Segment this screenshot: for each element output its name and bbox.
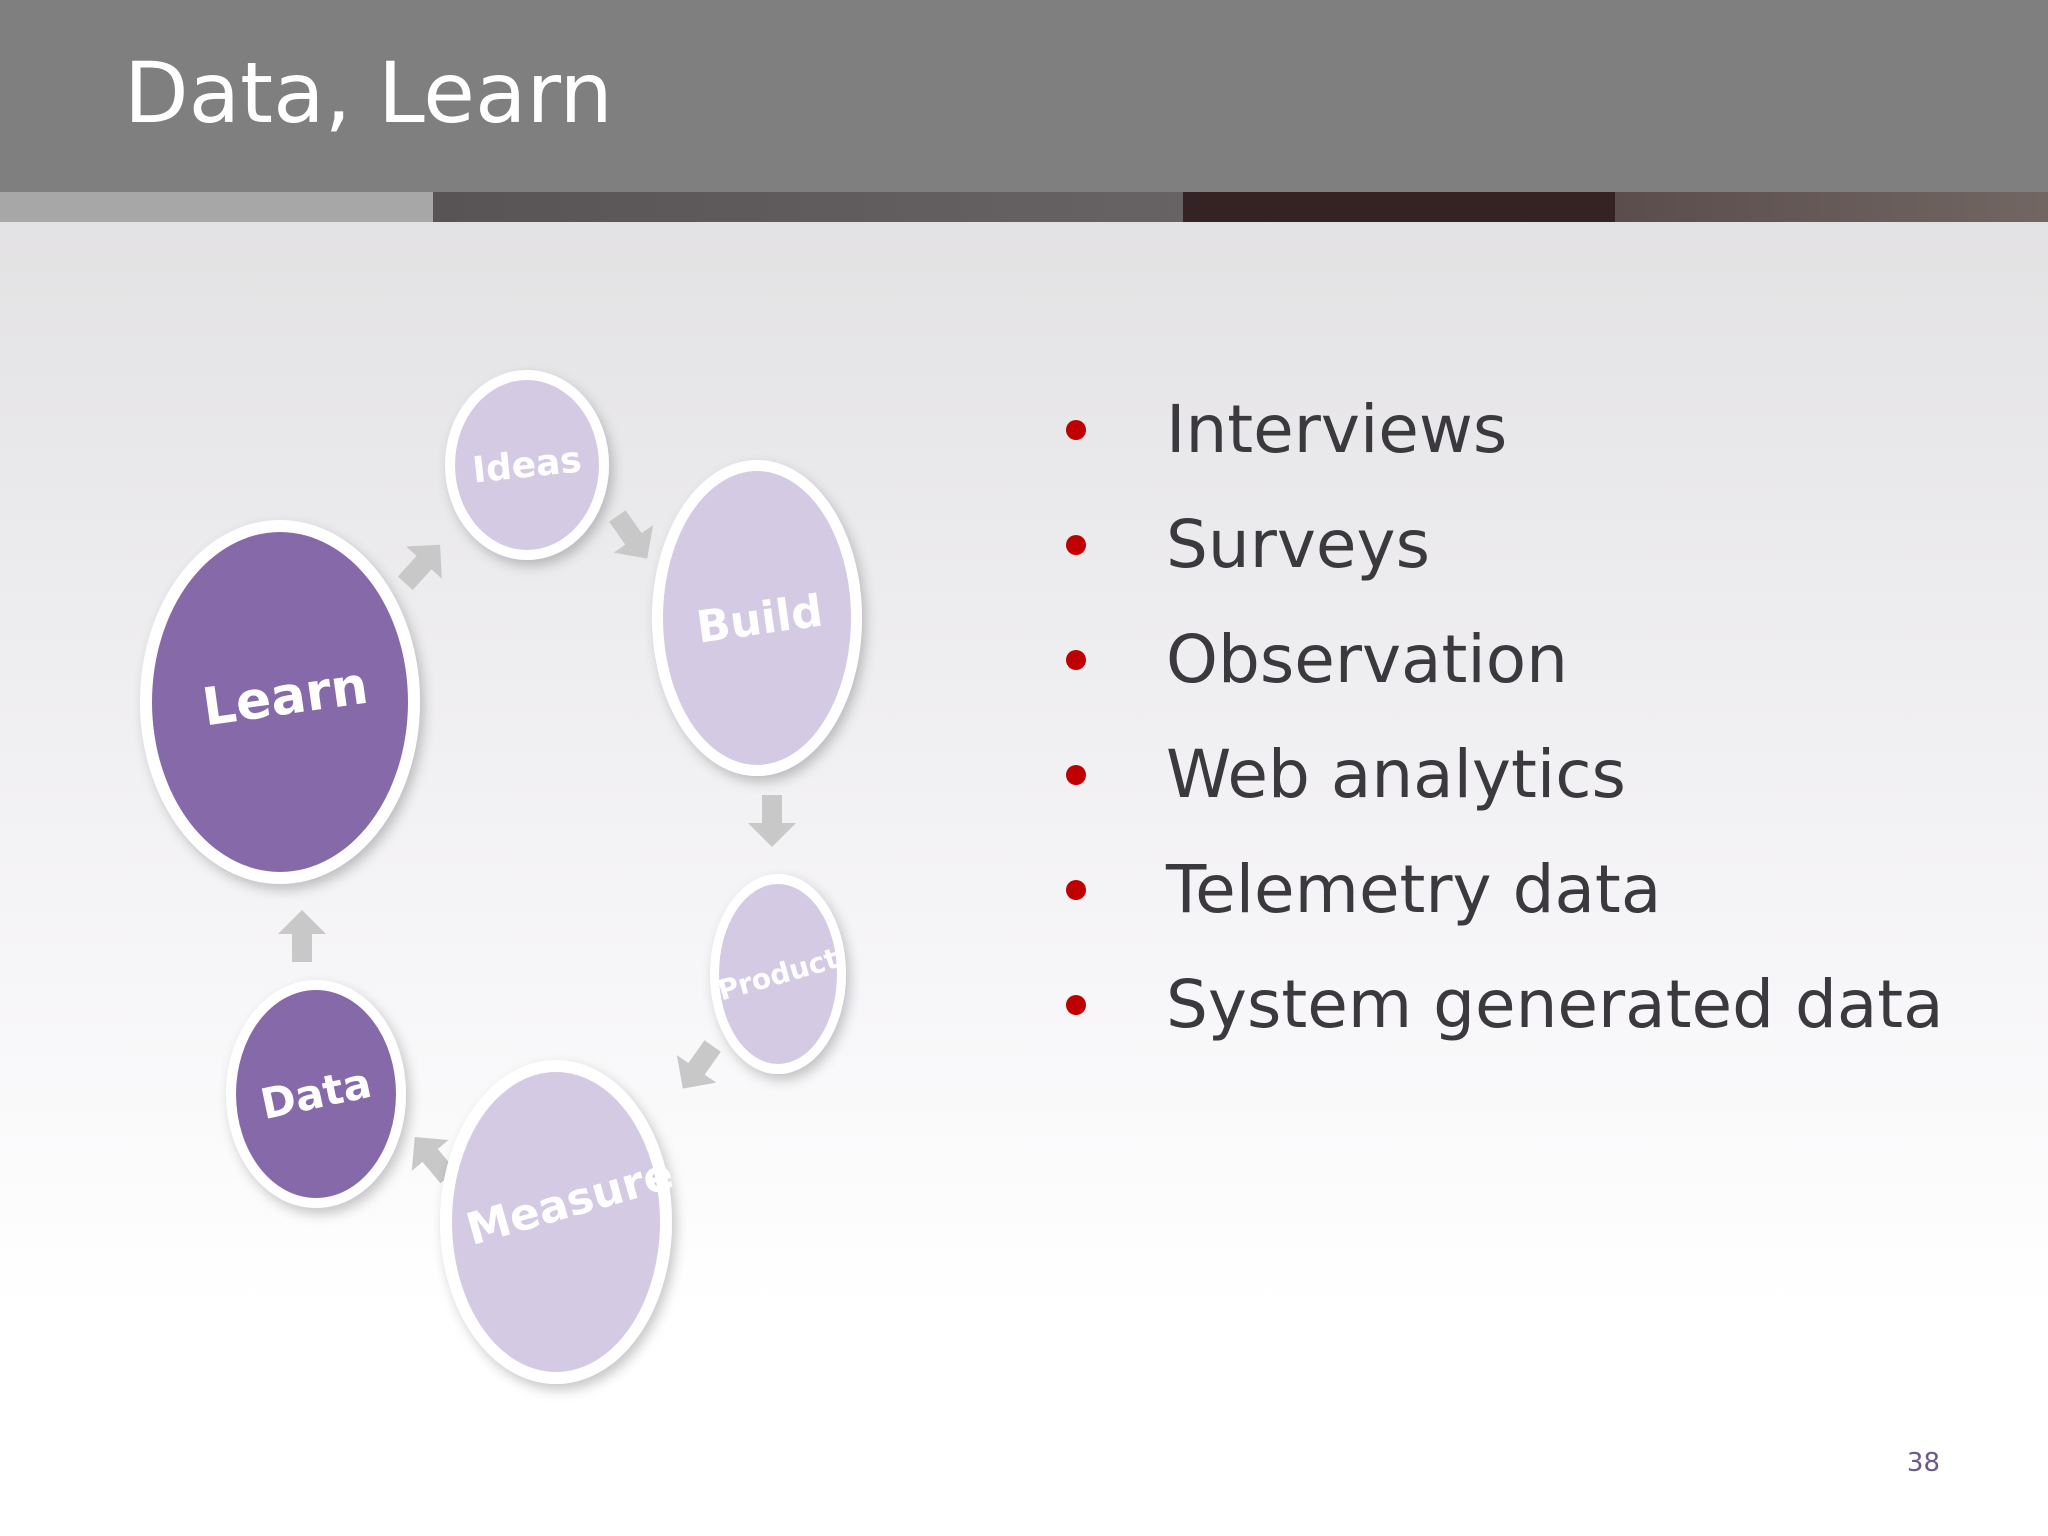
build-measure-learn-cycle: Ideas Build Product Measure bbox=[0, 222, 1000, 1422]
arrow-icon bbox=[748, 795, 796, 847]
bullet-icon bbox=[1066, 534, 1086, 555]
cycle-node-build: Build bbox=[652, 460, 862, 776]
bullet-icon bbox=[1066, 419, 1086, 440]
cycle-arrows bbox=[278, 510, 796, 1184]
bullet-text: Telemetry data bbox=[1166, 851, 1662, 928]
arrow-icon bbox=[278, 910, 326, 962]
cycle-node-measure: Measure bbox=[440, 1060, 679, 1384]
page-number: 38 bbox=[1906, 1448, 1940, 1478]
accent-strip-2 bbox=[433, 192, 1183, 222]
cycle-diagram: Ideas Build Product Measure bbox=[140, 370, 862, 1384]
list-item: Web analytics bbox=[1060, 717, 1944, 832]
arrow-icon bbox=[676, 1040, 721, 1089]
cycle-node-data: Data bbox=[226, 980, 406, 1208]
list-item: Observation bbox=[1060, 602, 1944, 717]
cycle-node-ideas: Ideas bbox=[445, 370, 609, 560]
bullet-icon bbox=[1066, 649, 1086, 670]
cycle-node-product: Product bbox=[710, 874, 846, 1074]
slide-title: Data, Learn bbox=[124, 44, 613, 142]
bullet-text: Interviews bbox=[1166, 391, 1508, 468]
title-bar: Data, Learn bbox=[0, 0, 2048, 192]
arrow-icon bbox=[397, 544, 442, 591]
bullet-text: System generated data bbox=[1166, 966, 1944, 1043]
list-item: Surveys bbox=[1060, 487, 1944, 602]
arrow-icon bbox=[609, 510, 654, 559]
list-item: System generated data bbox=[1060, 947, 1944, 1062]
bullet-text: Web analytics bbox=[1166, 736, 1626, 813]
bullet-icon bbox=[1066, 764, 1086, 785]
accent-strip-3 bbox=[1183, 192, 1615, 222]
cycle-node-learn: Learn bbox=[140, 520, 420, 884]
list-item: Telemetry data bbox=[1060, 832, 1944, 947]
bullet-icon bbox=[1066, 994, 1086, 1015]
bullet-text: Observation bbox=[1166, 621, 1568, 698]
list-item: Interviews bbox=[1060, 372, 1944, 487]
accent-strip-4 bbox=[1615, 192, 2048, 222]
accent-strip-1 bbox=[0, 192, 433, 222]
arrow-icon bbox=[411, 1137, 456, 1184]
bullet-text: Surveys bbox=[1166, 506, 1430, 583]
bullet-icon bbox=[1066, 879, 1086, 900]
bullet-list: Interviews Surveys Observation Web analy… bbox=[1060, 372, 1944, 1062]
